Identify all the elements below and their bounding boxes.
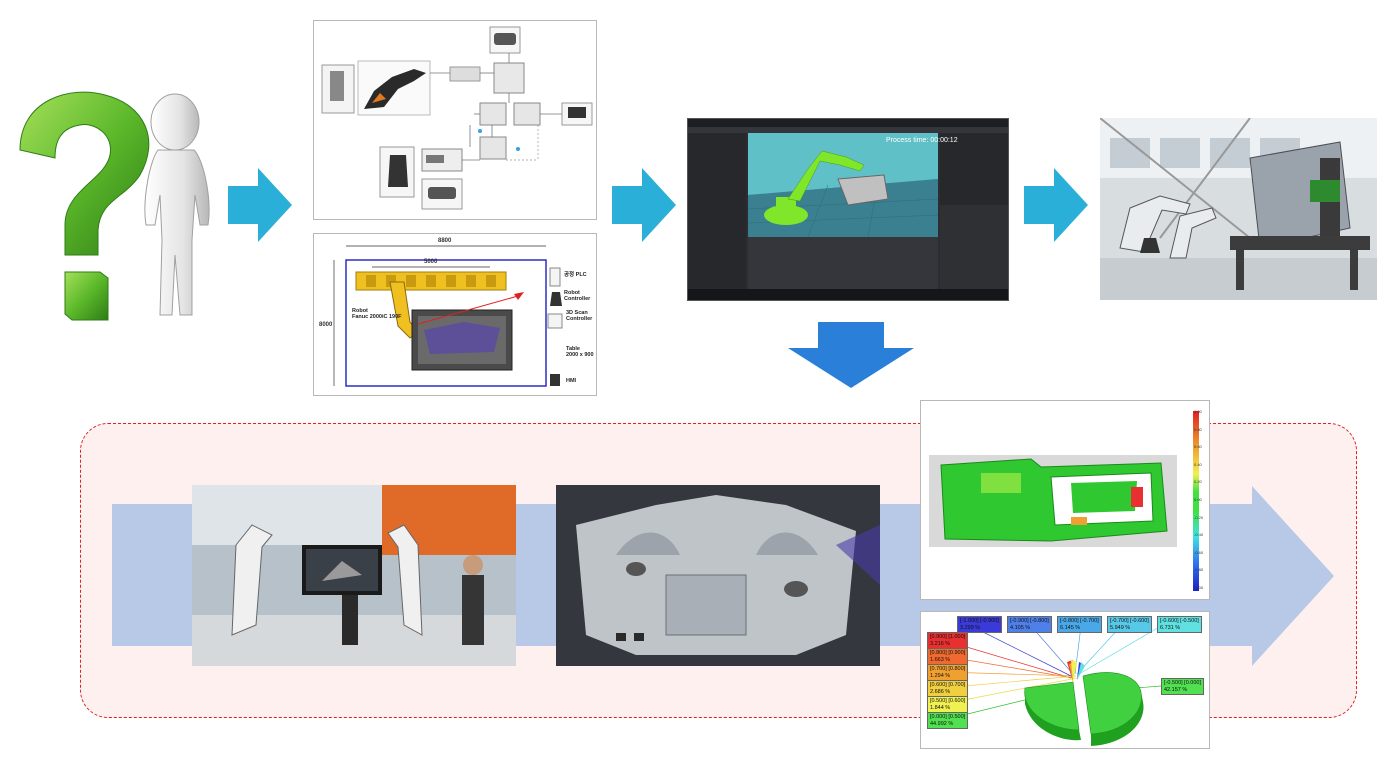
colorbar-tick: 0.20 [1194,479,1202,485]
layout-robot-controller-label-1: Robot [564,290,580,296]
colorbar-tick: -1.00 [1194,585,1204,590]
pie-label-line: [-0.500] [0.000] [1164,680,1201,686]
flow-arrow-down [788,322,914,388]
pie-label-line: [-0.700] [-0.600] [1110,618,1149,624]
pie-label-line: [-0.900] [-0.800] [1010,618,1049,624]
colorbar-tick: 0.00 [1194,497,1202,502]
pie-label-left: [0.500] [0.600]1.844 % [927,696,969,713]
pie-label-line: 6.731 % [1160,624,1181,631]
layout-height-label: 8000 [319,322,333,328]
pie-label-line: 2.686 % [930,688,951,695]
pie-label-line: [-0.800] [-0.700] [1060,618,1099,624]
pie-label-left: [0.700] [0.800]1.294 % [927,664,969,681]
pie-label-top: [-1.000] [-0.900]3.299 % [957,616,1002,633]
process-time-label: Process time: 00:00:12 [886,137,958,144]
pie-label-left: [0.000] [0.500]44.992 % [927,712,969,729]
pie-label-top: [-0.800] [-0.700]6.145 % [1057,616,1102,633]
pie-label-line: [0.900] [1.000] [930,634,966,640]
layout-inner-width-label: 5000 [424,259,438,265]
colorbar-tick: -0.60 [1194,549,1204,555]
pie-label-top: [-0.900] [-0.800]4.105 % [1007,616,1052,633]
layout-scan-controller-label-2: Controller [566,316,593,322]
pie-label-line: 1.294 % [930,672,951,679]
flow-arrow-1 [228,168,292,242]
layout-robot-label-2: Fanuc 2000iC 190F [352,314,402,320]
pie-label-line: [-1.000] [-0.900] [960,618,999,624]
pie-label-line: 4.105 % [1010,624,1031,631]
pie-label-line: [0.000] [0.500] [930,714,966,720]
layout-table-label-2: 2000 x 900 [566,352,594,358]
pie-label-line: 6.145 % [1060,624,1081,631]
layout-scan-controller-label-1: 3D Scan [566,310,588,316]
layout-diagram-panel: 8800 5000 8000 공정 PLC Robot Controller 3… [313,233,597,396]
pie-label-right: [-0.500] [0.000]42.157 % [1161,678,1204,695]
question-person-illustration [10,80,225,340]
colorbar-tick: 1.00 [1194,409,1202,414]
colorbar-tick: 0.80 [1194,426,1202,432]
pie-label-line: 1.663 % [930,656,951,663]
pie-label-line: [0.800] [0.900] [930,650,966,656]
car-part-photo [556,485,880,666]
cobot-demo-photo [192,485,516,666]
pie-label-line: [-0.600] [-0.500] [1160,618,1199,624]
pie-label-line: [0.700] [0.800] [930,666,966,672]
pie-label-line: 5.949 % [1110,624,1131,631]
pie-label-top: [-0.600] [-0.500]6.731 % [1157,616,1202,633]
pie-label-line: 1.844 % [930,704,951,711]
colorbar-tick: 0.60 [1194,444,1202,450]
colorbar-tick: -0.40 [1194,532,1204,538]
pie-label-line: 3.216 % [930,640,951,647]
layout-width-label: 8800 [438,238,452,244]
flow-arrow-2 [612,168,676,242]
colorbar-ticks: 1.00 0.80 0.60 0.40 0.20 0.00 -0.20 -0.40 -0.60 -… [1194,409,1209,593]
layout-robot-controller-label-2: Controller [564,296,591,302]
colorbar-tick: -0.20 [1194,514,1204,520]
pie-label-left: [0.600] [0.700]2.686 % [927,680,969,697]
pie-label-top: [-0.700] [-0.600]5.949 % [1107,616,1152,633]
layout-table-label-1: Table [566,346,580,352]
flow-arrow-3 [1024,168,1088,242]
pie-label-left: [0.800] [0.900]1.663 % [927,648,969,665]
pie-label-left: [0.900] [1.000]3.216 % [927,632,969,649]
simulation-software-screenshot: Process time: 00:00:12 [687,118,1009,301]
colorbar-tick: 0.40 [1194,461,1202,467]
pie-label-line: 44.992 % [930,720,954,727]
system-diagram-panel [313,20,597,220]
pie-label-line: 3.299 % [960,624,981,631]
colorbar-tick: -0.80 [1194,567,1204,573]
layout-hmi-label: HMI [566,378,577,384]
layout-robot-label-1: Robot [352,308,368,314]
robot-cell-photo [1100,118,1377,300]
deviation-map-panel: 1.00 0.80 0.60 0.40 0.20 0.00 -0.20 -0.40 -0.60 -… [920,400,1210,600]
pie-label-line: [0.500] [0.600] [930,698,966,704]
pie-label-line: 42.157 % [1164,686,1188,693]
pie-label-line: [0.600] [0.700] [930,682,966,688]
layout-plc-label: 공정 PLC [564,272,587,278]
deviation-pie-panel: [-1.000] [-0.900]3.299 % [-0.900] [-0.800… [920,611,1210,749]
